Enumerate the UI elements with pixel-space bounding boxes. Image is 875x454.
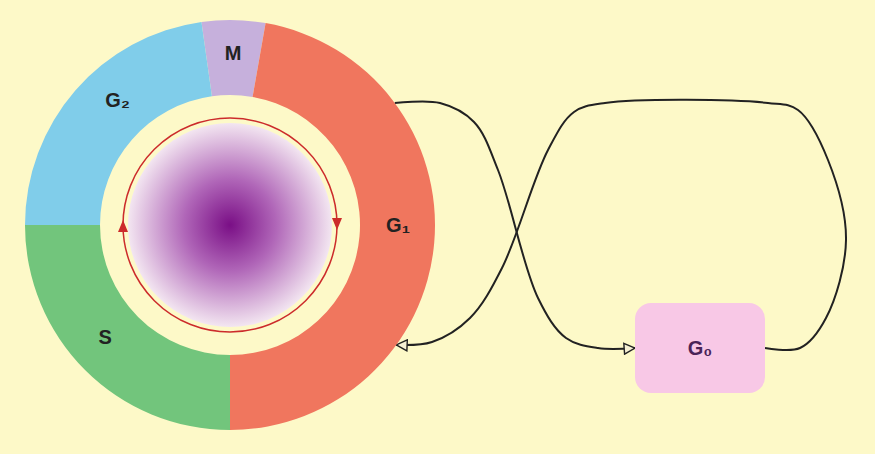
- band-fill: [230, 23, 435, 430]
- phase-label: S: [98, 326, 111, 348]
- cell-nucleus: [128, 123, 332, 327]
- band-shape: [23, 19, 214, 228]
- ring-hole: [100, 95, 360, 355]
- cycle-arrowhead: [118, 220, 128, 232]
- phase-label: M: [225, 42, 242, 64]
- band-fill: [25, 22, 212, 225]
- cycle-arrowhead: [332, 218, 342, 230]
- cycle-circle: [123, 118, 337, 332]
- phase-label: G₂: [105, 89, 129, 111]
- resting-phase-box: G₀: [635, 303, 765, 393]
- band-fill: [25, 225, 230, 430]
- box-fill: [635, 303, 765, 393]
- phase-band: S: [23, 223, 233, 432]
- phase-label: G₀: [688, 337, 713, 359]
- phase-label: G₁: [386, 214, 410, 236]
- phase-band: G₁: [228, 21, 437, 432]
- phase-band: G₂: [23, 19, 214, 228]
- transition-arrow: [396, 100, 846, 350]
- band-shape: [23, 223, 233, 432]
